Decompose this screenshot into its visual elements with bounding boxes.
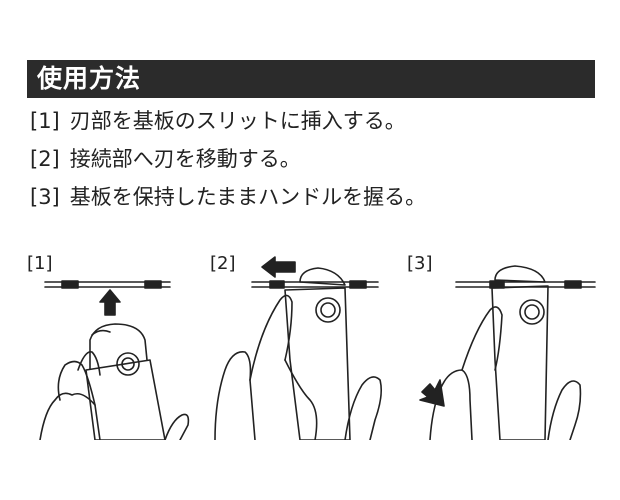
arrow-down-right-icon bbox=[419, 379, 445, 407]
panel-label-1: [1] bbox=[27, 253, 53, 274]
hand bbox=[429, 306, 582, 440]
panel-label-2: [2] bbox=[210, 253, 236, 274]
section-header: 使用方法 bbox=[27, 60, 595, 98]
pcb-board bbox=[44, 280, 171, 289]
pcb-board bbox=[251, 280, 379, 289]
section-title: 使用方法 bbox=[37, 64, 142, 93]
step-number: [3] bbox=[30, 185, 60, 209]
instruction-list: [1] 刃部を基板のスリットに挿入する。 [2] 接続部へ刃を移動する。 [3] 基板… bbox=[30, 110, 426, 224]
step-item: [2] 接続部へ刃を移動する。 bbox=[30, 148, 426, 170]
arrow-left-icon bbox=[261, 256, 296, 278]
step-number: [1] bbox=[30, 109, 60, 133]
hand bbox=[39, 351, 190, 440]
usage-illustrations bbox=[39, 256, 596, 440]
step-number: [2] bbox=[30, 147, 60, 171]
step-item: [3] 基板を保持したままハンドルを握る。 bbox=[30, 186, 426, 208]
panel-3-drawing bbox=[419, 265, 596, 440]
panel-label-3: [3] bbox=[407, 253, 433, 274]
panel-2-drawing bbox=[214, 256, 382, 440]
hand bbox=[214, 294, 382, 440]
cutter-tool bbox=[284, 267, 351, 440]
panel-1-drawing bbox=[39, 280, 190, 440]
arrow-up-icon bbox=[99, 289, 121, 316]
pcb-board bbox=[455, 280, 596, 289]
cutter-tool bbox=[85, 323, 166, 440]
step-item: [1] 刃部を基板のスリットに挿入する。 bbox=[30, 110, 426, 132]
cutter-tool bbox=[491, 265, 549, 440]
step-text: 接続部へ刃を移動する。 bbox=[69, 147, 301, 171]
step-text: 基板を保持したままハンドルを握る。 bbox=[69, 185, 427, 209]
step-text: 刃部を基板のスリットに挿入する。 bbox=[69, 109, 406, 133]
